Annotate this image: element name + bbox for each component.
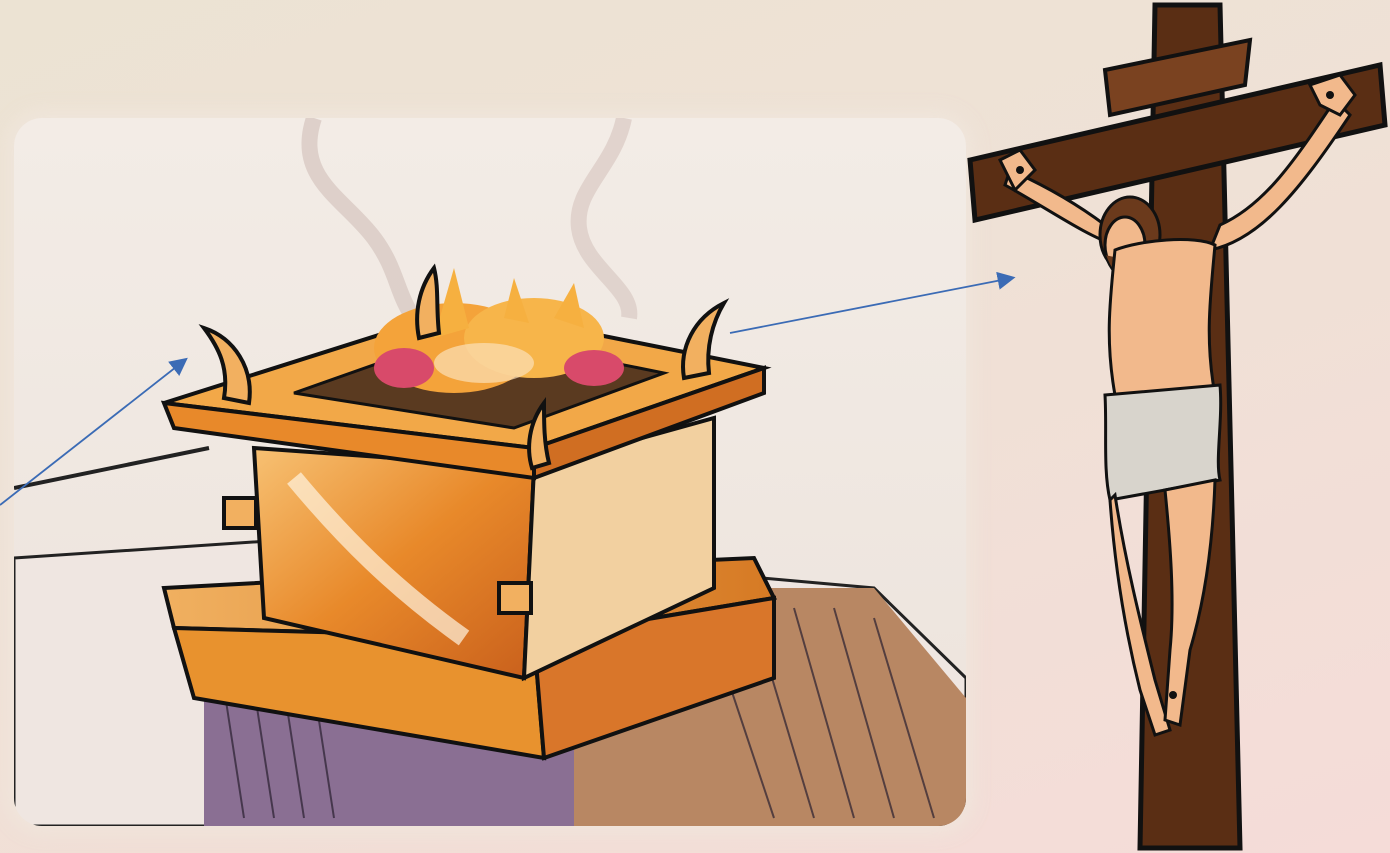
nail-feet <box>1169 691 1177 699</box>
altar-ring-left <box>224 498 256 528</box>
nail-right-hand <box>1326 91 1334 99</box>
crucifix-drawing <box>965 0 1390 853</box>
altar-drawing <box>14 118 966 826</box>
altar-ring-right <box>499 583 531 613</box>
nail-left-hand <box>1016 166 1024 174</box>
torso <box>1109 240 1215 395</box>
altar-illustration <box>14 118 966 826</box>
crucifix-illustration <box>965 0 1390 853</box>
